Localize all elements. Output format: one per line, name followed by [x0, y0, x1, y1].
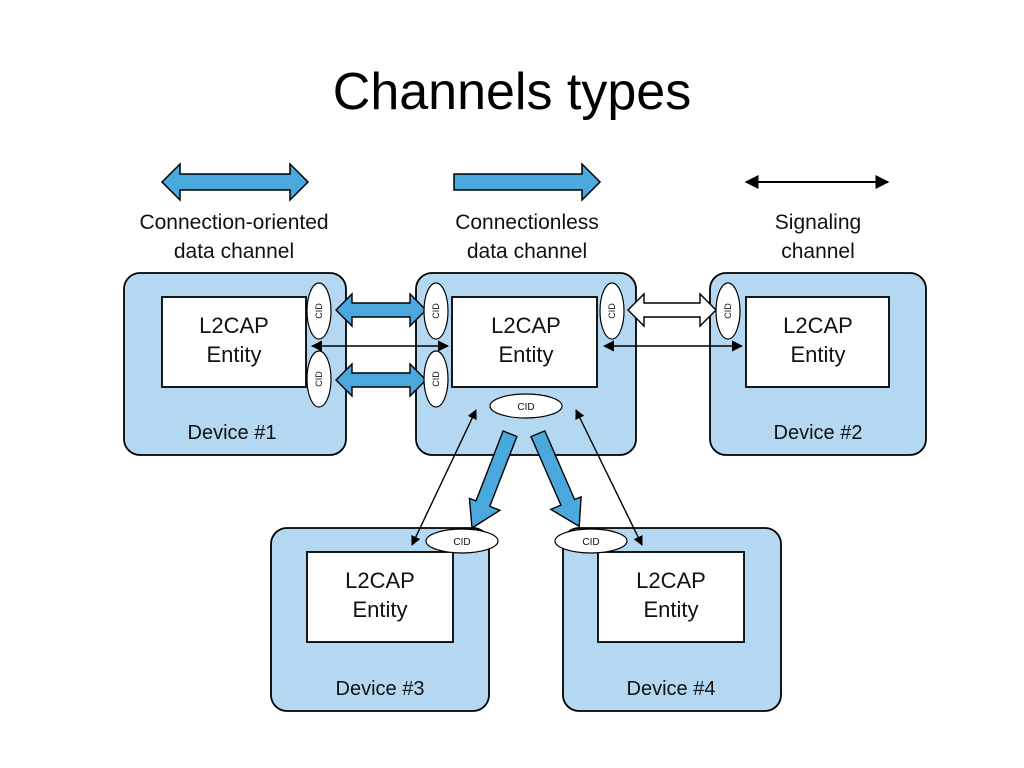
- entity-box: [306, 551, 454, 643]
- device-3: L2CAP Entity Device #3: [270, 527, 490, 712]
- signaling-arrow-center-d3: [411, 409, 477, 546]
- entity-label-line2: Entity: [790, 342, 845, 367]
- legend-label-line1: Connectionless: [455, 211, 599, 234]
- entity-box: [451, 296, 598, 388]
- cid-label: CID: [431, 303, 441, 319]
- entity-label-line1: L2CAP: [491, 313, 561, 338]
- entity-label-line2: Entity: [643, 597, 698, 622]
- unidirectional-block-arrow-icon: [453, 162, 602, 202]
- cid-label: CID: [723, 303, 733, 319]
- cid-label: CID: [431, 371, 441, 387]
- device-label: Device #2: [774, 422, 863, 444]
- cid-center-bottom: CID: [489, 393, 563, 419]
- cid-label: CID: [517, 402, 534, 413]
- slide-title: Channels types: [332, 63, 692, 121]
- connection-oriented-arrow-lower: [335, 362, 427, 398]
- cid-label: CID: [314, 371, 324, 387]
- device-4: L2CAP Entity Device #4: [562, 527, 782, 712]
- device-label: Device #3: [336, 678, 425, 700]
- entity-label-line2: Entity: [352, 597, 407, 622]
- device-label: Device #4: [627, 678, 716, 700]
- connectionless-arrow-to-d3: [468, 430, 518, 530]
- entity-label-line2: Entity: [206, 342, 261, 367]
- bidirectional-block-arrow-icon: [160, 162, 310, 202]
- cid-d1-lower: CID: [306, 350, 332, 408]
- signaling-arrow-center-d4: [575, 409, 643, 546]
- legend-label-line2: data channel: [467, 240, 587, 263]
- entity-label-line1: L2CAP: [636, 568, 706, 593]
- legend-label-line2: data channel: [174, 240, 294, 263]
- legend-connectionless: Connectionless data channel: [453, 162, 602, 263]
- legend-label-line1: Connection-oriented: [139, 211, 328, 234]
- entity-label-line1: L2CAP: [199, 313, 269, 338]
- cid-label: CID: [314, 303, 324, 319]
- entity-box: [597, 551, 745, 643]
- cid-center-left-upper: CID: [423, 282, 449, 340]
- device-label: Device #1: [188, 422, 277, 444]
- cid-center-left-lower: CID: [423, 350, 449, 408]
- cid-center-right: CID: [599, 282, 625, 340]
- entity-label-line2: Entity: [498, 342, 553, 367]
- legend-label-line2: channel: [781, 240, 855, 263]
- legend-signaling: Signaling channel: [744, 175, 890, 263]
- cid-label: CID: [582, 537, 599, 548]
- signaling-block-arrow: [627, 292, 717, 328]
- cid-d2: CID: [715, 282, 741, 340]
- cid-d4: CID: [554, 528, 628, 554]
- cid-d1-upper: CID: [306, 282, 332, 340]
- legend-label-line1: Signaling: [775, 211, 861, 234]
- entity-box: [161, 296, 307, 388]
- device-1: L2CAP Entity Device #1: [123, 272, 347, 456]
- device-2: L2CAP Entity Device #2: [709, 272, 927, 456]
- cid-label: CID: [607, 303, 617, 319]
- entity-label-line1: L2CAP: [345, 568, 415, 593]
- legend-connection-oriented: Connection-oriented data channel: [139, 162, 329, 263]
- entity-label-line1: L2CAP: [783, 313, 853, 338]
- connection-oriented-arrow-upper: [335, 292, 427, 328]
- cid-d3: CID: [425, 528, 499, 554]
- connectionless-arrow-to-d4: [530, 429, 582, 528]
- cid-label: CID: [453, 537, 470, 548]
- entity-box: [745, 296, 890, 388]
